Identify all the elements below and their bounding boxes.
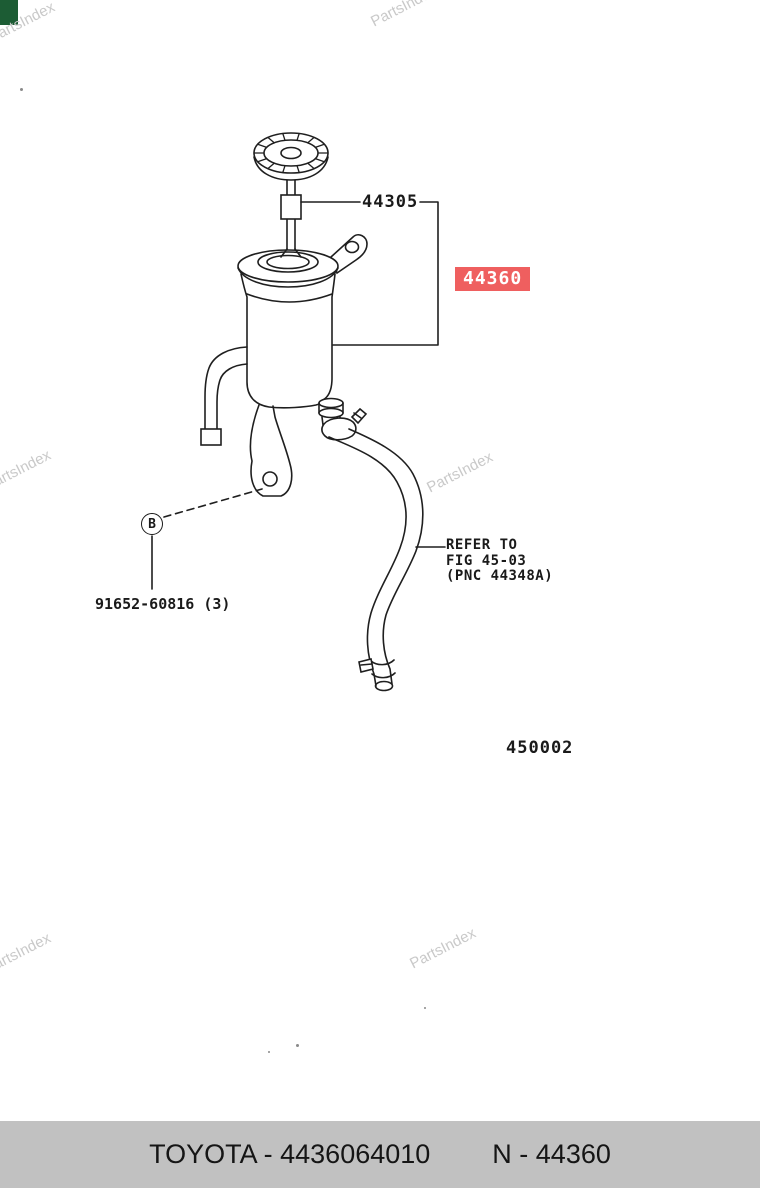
bolt-callout-b: B xyxy=(141,513,163,535)
leader-lines xyxy=(151,201,446,590)
refer-note: REFER TO FIG 45-03 (PNC 44348A) xyxy=(446,537,554,585)
footer-catalog-text: TOYOTA - 4436064010 xyxy=(149,1139,431,1169)
refer-note-line3: (PNC 44348A) xyxy=(446,568,554,584)
footer-bar: TOYOTA - 4436064010 N - 44360 xyxy=(0,1121,760,1188)
speck xyxy=(268,1051,270,1053)
callout-44305[interactable]: 44305 xyxy=(362,192,419,212)
bolt-part-number[interactable]: 91652-60816 (3) xyxy=(95,595,231,613)
bracket-drawing xyxy=(249,404,293,497)
return-hose-drawing xyxy=(328,428,424,692)
refer-note-line1: REFER TO xyxy=(446,537,518,553)
corner-marker xyxy=(0,0,18,25)
callout-44360-highlight[interactable]: 44360 xyxy=(455,267,531,291)
cap-drawing xyxy=(253,132,329,250)
left-hose-drawing xyxy=(200,346,248,446)
footer-part-text: N - 44360 xyxy=(492,1139,611,1169)
speck xyxy=(20,88,23,91)
outlet-clamp-drawing xyxy=(318,397,368,441)
speck xyxy=(296,1044,299,1047)
speck xyxy=(424,1007,426,1009)
reservoir-drawing xyxy=(237,234,368,409)
refer-note-line2: FIG 45-03 xyxy=(446,552,527,569)
hose-clamp-drawing xyxy=(358,658,396,679)
figure-number: 450002 xyxy=(506,738,574,758)
